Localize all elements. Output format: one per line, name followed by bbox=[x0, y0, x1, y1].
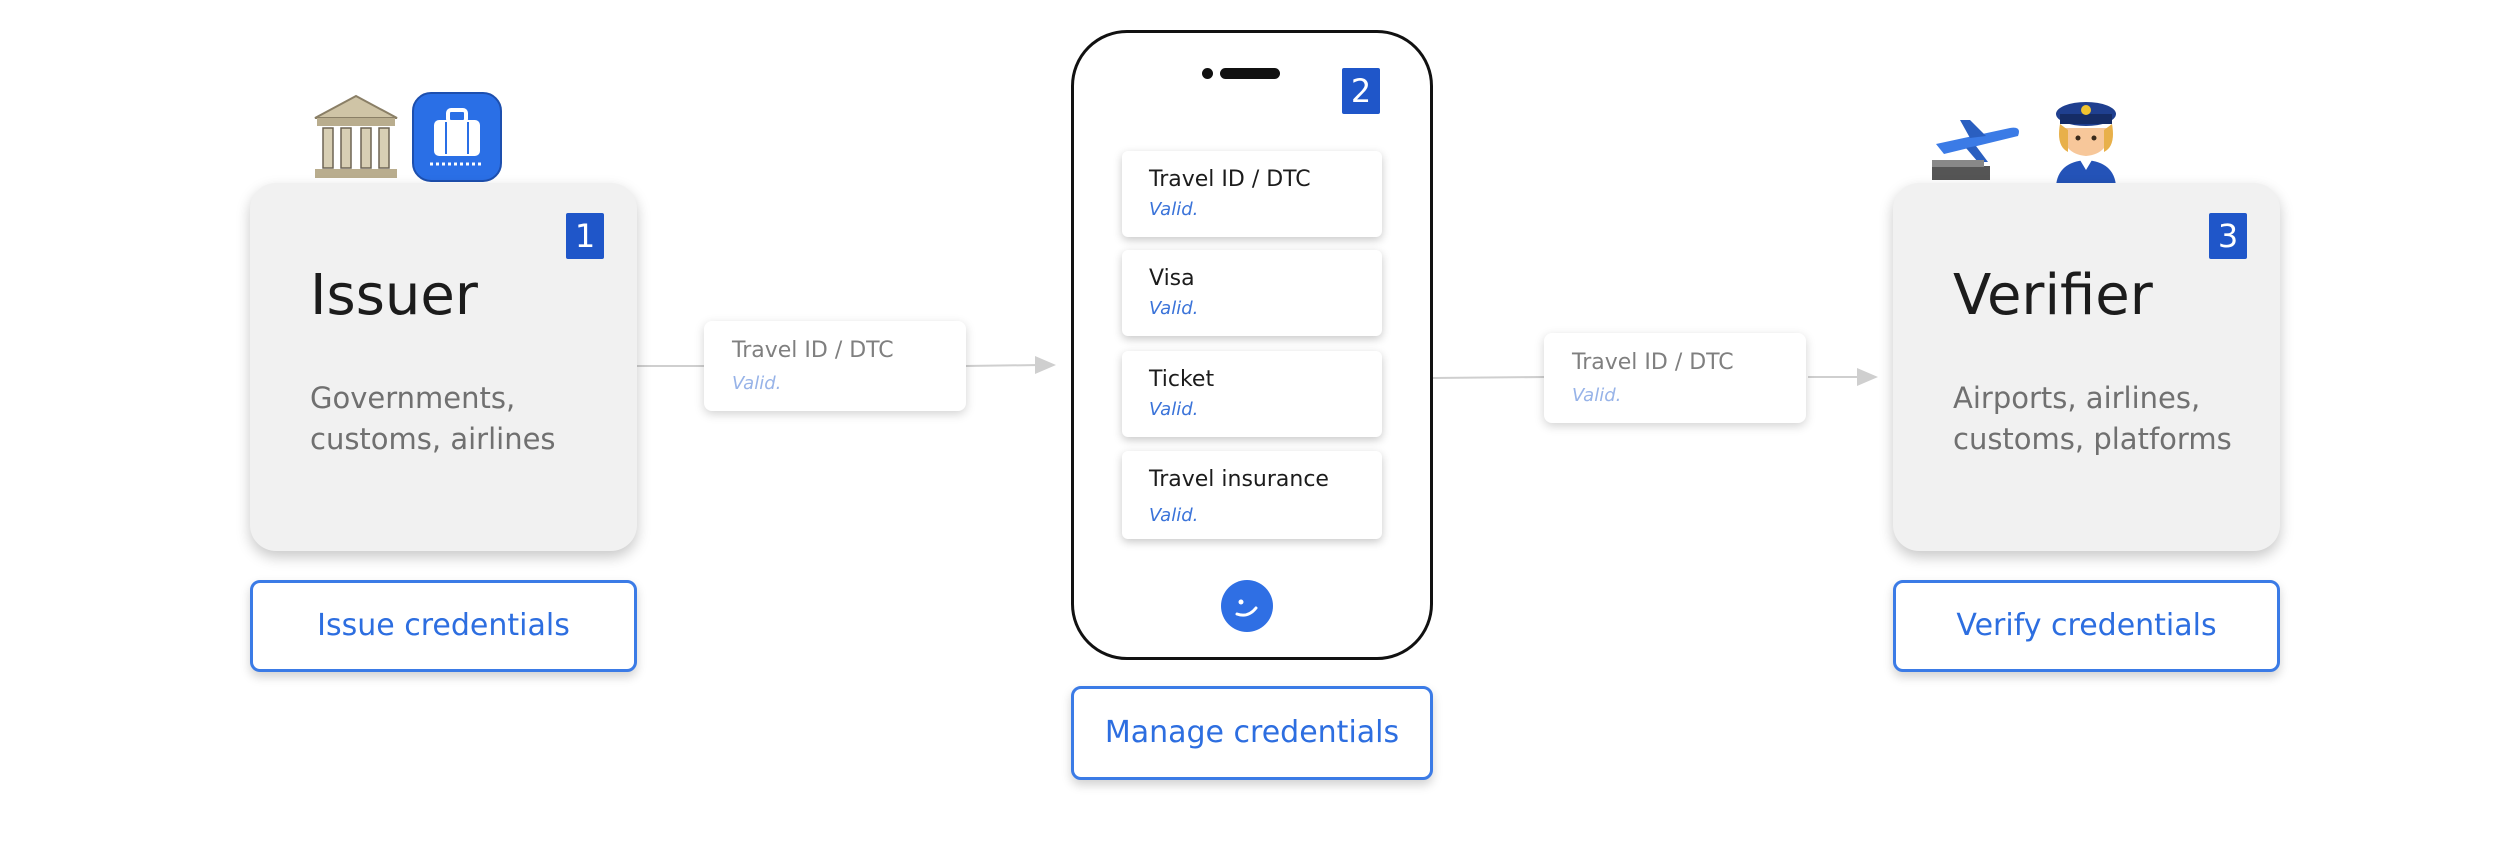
credential-card[interactable]: Visa Valid. bbox=[1122, 250, 1382, 336]
verifier-title: Verifier bbox=[1953, 263, 2153, 328]
verify-credentials-button[interactable]: Verify credentials bbox=[1893, 580, 2280, 672]
credential-card[interactable]: Ticket Valid. bbox=[1122, 351, 1382, 437]
credential-status: Valid. bbox=[1149, 298, 1199, 319]
verifier-arrowhead bbox=[1857, 368, 1878, 386]
wallet-app-icon[interactable] bbox=[1221, 580, 1273, 632]
credential-name: Travel insurance bbox=[1149, 467, 1329, 492]
wallet-arrowhead bbox=[1035, 356, 1056, 374]
credential-card[interactable]: Travel insurance Valid. bbox=[1122, 451, 1382, 539]
step-number-badge: 3 bbox=[2209, 213, 2247, 259]
chip-credential-status: Valid. bbox=[1572, 385, 1622, 406]
credential-status: Valid. bbox=[1149, 399, 1199, 420]
chip-to-wallet-line bbox=[964, 364, 1041, 367]
credential-name: Travel ID / DTC bbox=[1149, 167, 1311, 192]
step-number-badge: 1 bbox=[566, 213, 604, 259]
issue-credentials-button[interactable]: Issue credentials bbox=[250, 580, 637, 672]
presented-credential-chip: Travel ID / DTC Valid. bbox=[1544, 333, 1806, 423]
step-number-badge: 2 bbox=[1342, 68, 1380, 114]
chip-credential-name: Travel ID / DTC bbox=[1572, 350, 1734, 375]
police-officer-icon bbox=[2046, 94, 2126, 186]
government-building-icon bbox=[311, 92, 401, 182]
issuer-card: 1 Issuer Governments, customs, airlines bbox=[250, 183, 637, 551]
credential-status: Valid. bbox=[1149, 505, 1199, 526]
manage-credentials-button[interactable]: Manage credentials bbox=[1071, 686, 1433, 780]
issued-credential-chip: Travel ID / DTC Valid. bbox=[704, 321, 966, 411]
verifier-description: Airports, airlines, customs, platforms bbox=[1953, 381, 2232, 456]
verifier-card: 3 Verifier Airports, airlines, customs, … bbox=[1893, 183, 2280, 551]
credential-name: Visa bbox=[1149, 266, 1195, 291]
issuer-description: Governments, customs, airlines bbox=[310, 381, 556, 456]
credential-card[interactable]: Travel ID / DTC Valid. bbox=[1122, 151, 1382, 237]
airplane-icon bbox=[1930, 114, 2025, 186]
phone-speaker bbox=[1220, 68, 1280, 79]
credential-name: Ticket bbox=[1149, 367, 1215, 392]
chip-credential-status: Valid. bbox=[732, 373, 782, 394]
issuer-title: Issuer bbox=[310, 263, 478, 328]
baggage-icon bbox=[412, 92, 502, 182]
chip-credential-name: Travel ID / DTC bbox=[732, 338, 894, 363]
credential-status: Valid. bbox=[1149, 199, 1199, 220]
phone-camera bbox=[1202, 68, 1213, 79]
wallet-to-chip-line bbox=[1432, 376, 1546, 379]
wallet-phone: 2 Travel ID / DTC Valid. Visa Valid. Tic… bbox=[1071, 30, 1433, 660]
